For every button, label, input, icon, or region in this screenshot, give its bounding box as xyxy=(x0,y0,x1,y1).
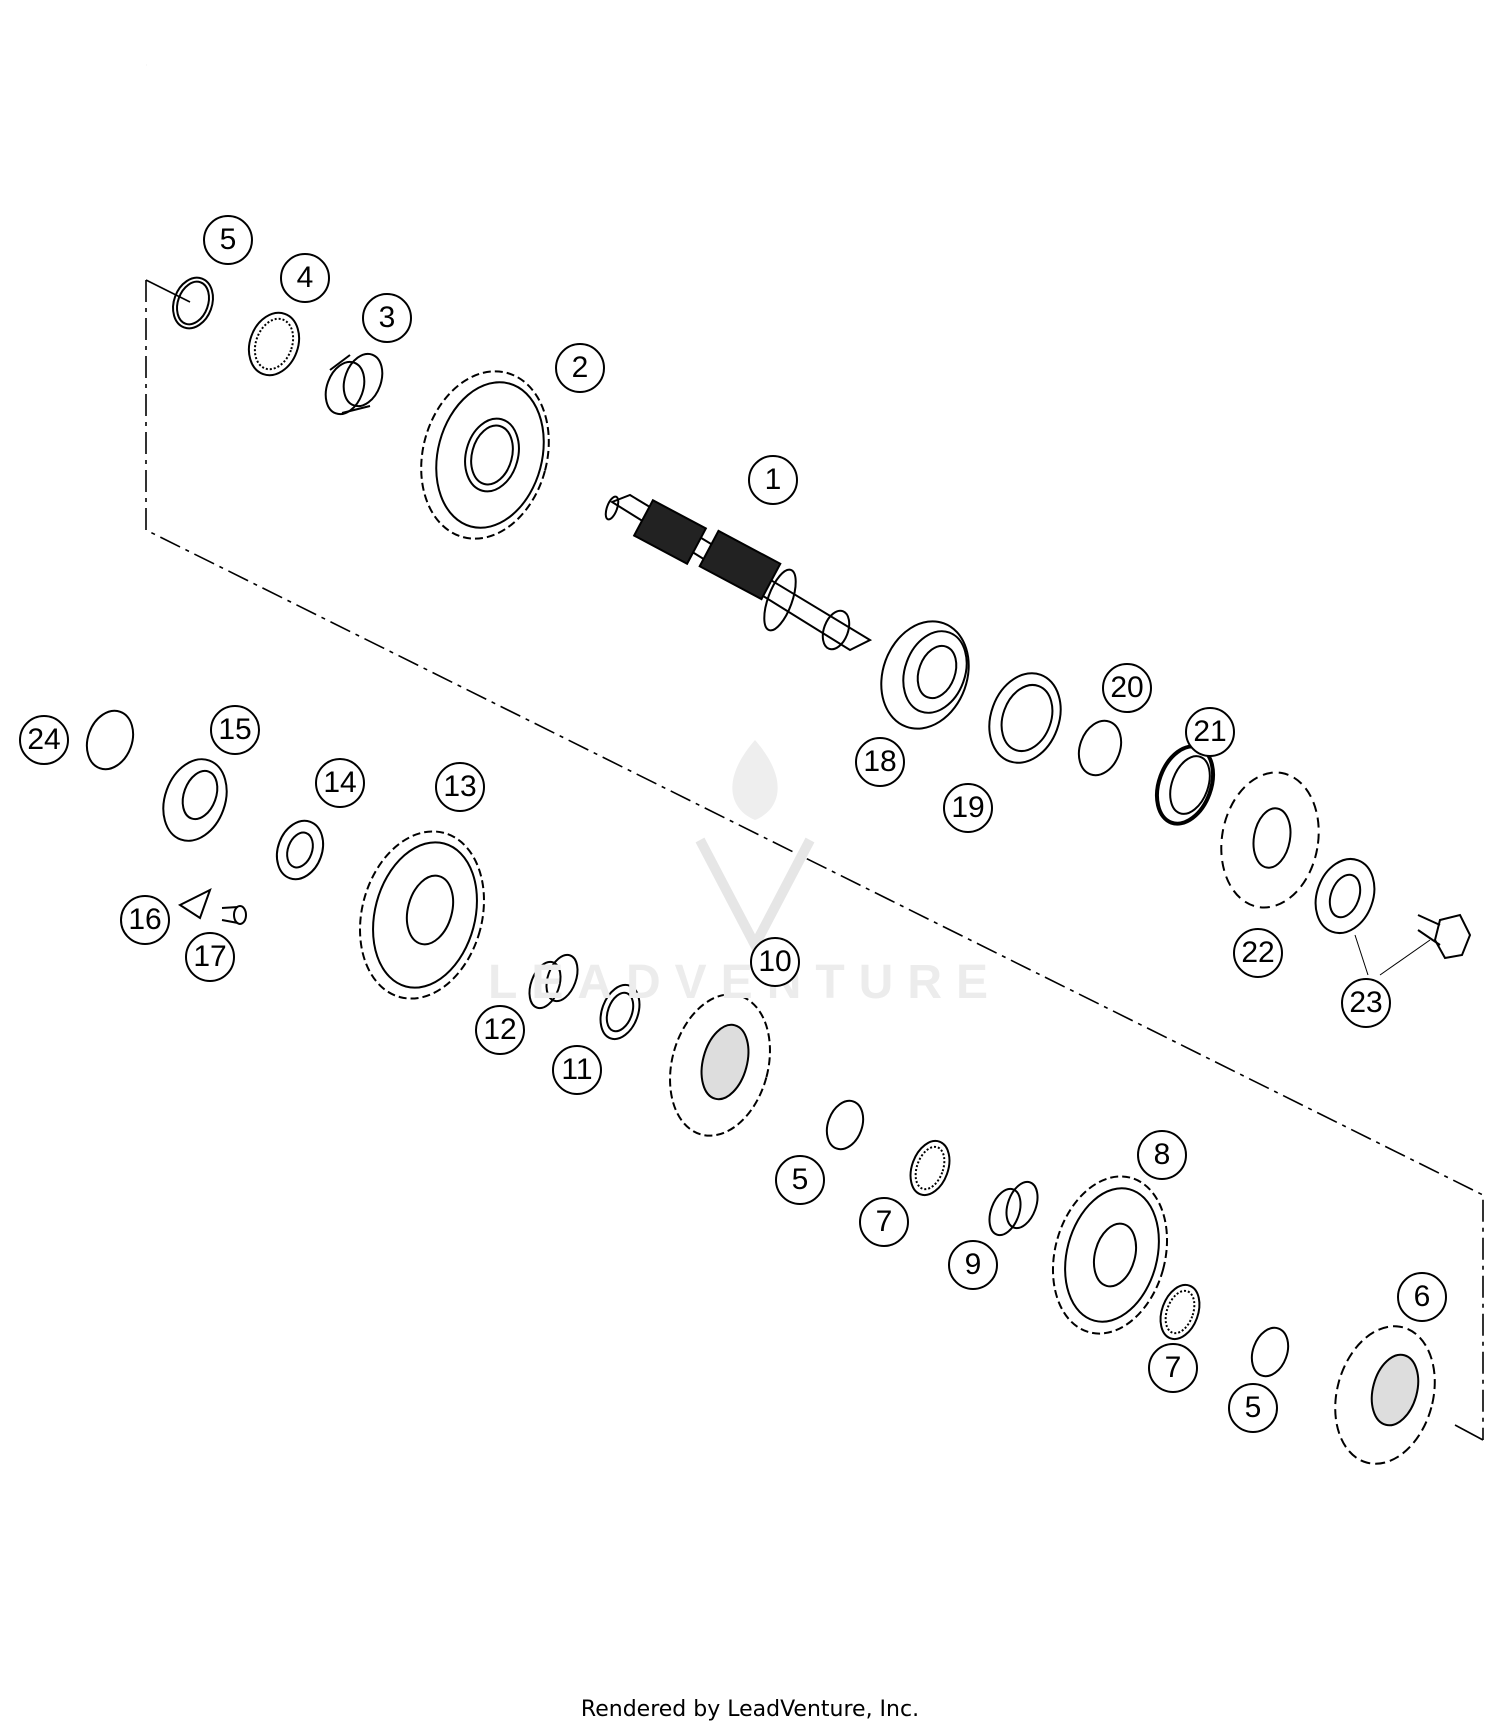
bushing-part-icon xyxy=(988,1180,1039,1237)
washer-bolt-part-icon xyxy=(1314,858,1472,976)
callout-5[interactable]: 5 xyxy=(775,1155,825,1205)
circlip-part-icon xyxy=(1250,1326,1290,1378)
gear-part-icon xyxy=(1051,1175,1169,1335)
bushing-part-icon xyxy=(324,352,384,416)
callout-24[interactable]: 24 xyxy=(19,715,69,765)
bushing-part-icon xyxy=(528,953,579,1010)
o-ring-part-icon xyxy=(1077,719,1123,777)
watermark-logo-icon xyxy=(695,740,815,956)
callout-7[interactable]: 7 xyxy=(1148,1343,1198,1393)
callout-5[interactable]: 5 xyxy=(203,215,253,265)
callout-10[interactable]: 10 xyxy=(750,937,800,987)
callout-19[interactable]: 19 xyxy=(943,783,993,833)
bearing-part-icon xyxy=(162,758,228,842)
gear-part-icon xyxy=(420,370,550,540)
footer-credit: Rendered by LeadVenture, Inc. xyxy=(580,1697,920,1722)
callout-21[interactable]: 21 xyxy=(1185,707,1235,757)
assembly-boundary-line xyxy=(145,280,1484,1440)
callout-3[interactable]: 3 xyxy=(362,293,412,343)
callout-15[interactable]: 15 xyxy=(210,705,260,755)
washer-part-icon xyxy=(275,819,325,881)
callout-6[interactable]: 6 xyxy=(1397,1272,1447,1322)
sprocket-part-icon xyxy=(1220,771,1320,909)
callout-9[interactable]: 9 xyxy=(948,1240,998,1290)
lock-plate-part-icon xyxy=(177,887,212,920)
callout-5[interactable]: 5 xyxy=(1228,1383,1278,1433)
callout-13[interactable]: 13 xyxy=(435,762,485,812)
bearing-part-icon xyxy=(880,620,970,730)
circlip-part-icon xyxy=(172,276,214,330)
washer-part-icon xyxy=(599,983,641,1041)
callout-12[interactable]: 12 xyxy=(475,1005,525,1055)
callout-16[interactable]: 16 xyxy=(120,895,170,945)
callout-1[interactable]: 1 xyxy=(748,455,798,505)
gear-part-icon xyxy=(669,993,771,1137)
callout-11[interactable]: 11 xyxy=(552,1045,602,1095)
callout-14[interactable]: 14 xyxy=(315,758,365,808)
callout-23[interactable]: 23 xyxy=(1341,978,1391,1028)
callout-7[interactable]: 7 xyxy=(859,1197,909,1247)
washer-part-icon xyxy=(1159,1283,1201,1341)
screw-part-icon xyxy=(221,905,247,925)
gear-part-icon xyxy=(359,830,485,1000)
callout-2[interactable]: 2 xyxy=(555,343,605,393)
circlip-part-icon xyxy=(825,1099,865,1151)
seal-part-icon xyxy=(988,672,1062,764)
callout-8[interactable]: 8 xyxy=(1137,1130,1187,1180)
callout-17[interactable]: 17 xyxy=(185,932,235,982)
washer-part-icon xyxy=(909,1139,951,1197)
gear-part-icon xyxy=(1334,1325,1436,1465)
callout-4[interactable]: 4 xyxy=(280,253,330,303)
countershaft-part-icon xyxy=(604,493,873,652)
callout-20[interactable]: 20 xyxy=(1102,663,1152,713)
callout-22[interactable]: 22 xyxy=(1233,928,1283,978)
callout-18[interactable]: 18 xyxy=(855,737,905,787)
washer-part-icon xyxy=(247,311,301,377)
watermark-text: LEADVENTURE xyxy=(488,956,1003,1009)
circlip-part-icon xyxy=(85,709,135,771)
